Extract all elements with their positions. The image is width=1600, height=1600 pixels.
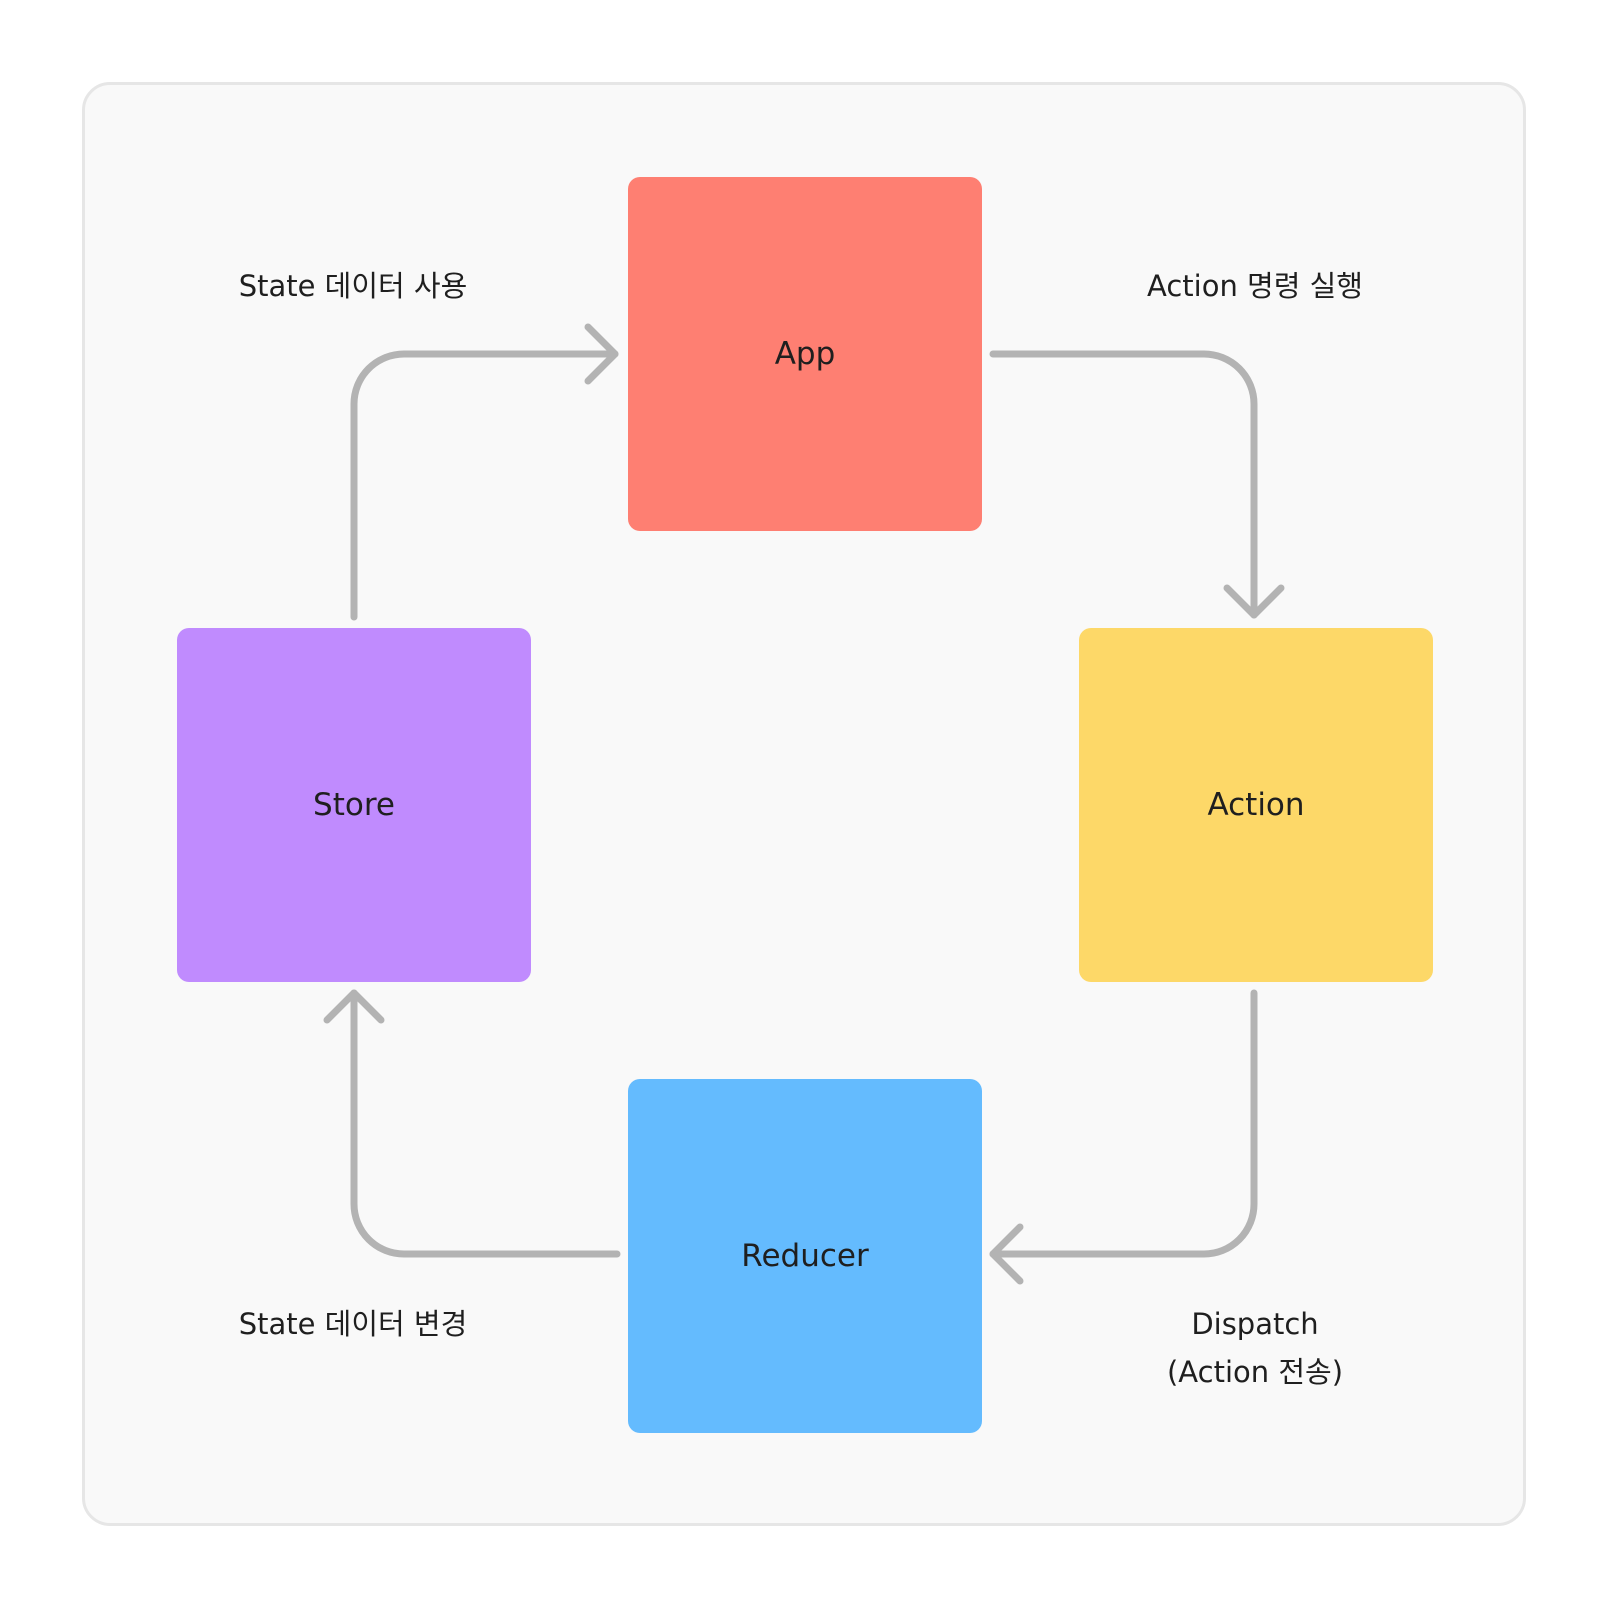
arrow-action-to-reducer — [989, 989, 1258, 1258]
reducer-to-store-label: State 데이터 변경 — [238, 1307, 468, 1341]
arrowhead-action-to-reducer — [989, 1223, 1024, 1285]
action-node: Action — [1079, 628, 1433, 982]
store-to-app-label: State 데이터 사용 — [238, 269, 468, 303]
arrow-store-to-app — [350, 350, 619, 621]
arrowhead-store-to-app — [584, 323, 619, 385]
store-node: Store — [177, 628, 531, 982]
store-node-label: Store — [313, 787, 395, 823]
dispatch-label-line2: (Action 전송) — [1166, 1355, 1344, 1389]
arrowhead-reducer-to-store — [323, 989, 385, 1024]
arrow-reducer-to-store — [350, 989, 621, 1258]
app-node-label: App — [774, 336, 836, 372]
app-to-action-label: Action 명령 실행 — [1147, 269, 1363, 303]
arrowhead-app-to-action — [1223, 584, 1285, 619]
dispatch-label-line1: Dispatch — [1191, 1307, 1319, 1341]
reducer-node: Reducer — [628, 1079, 982, 1433]
reducer-node-label: Reducer — [741, 1238, 869, 1274]
action-node-label: Action — [1207, 787, 1305, 823]
action-to-reducer-label: Dispatch (Action 전송) — [1150, 1300, 1360, 1396]
arrow-app-to-action — [989, 350, 1258, 619]
app-node: App — [628, 177, 982, 531]
